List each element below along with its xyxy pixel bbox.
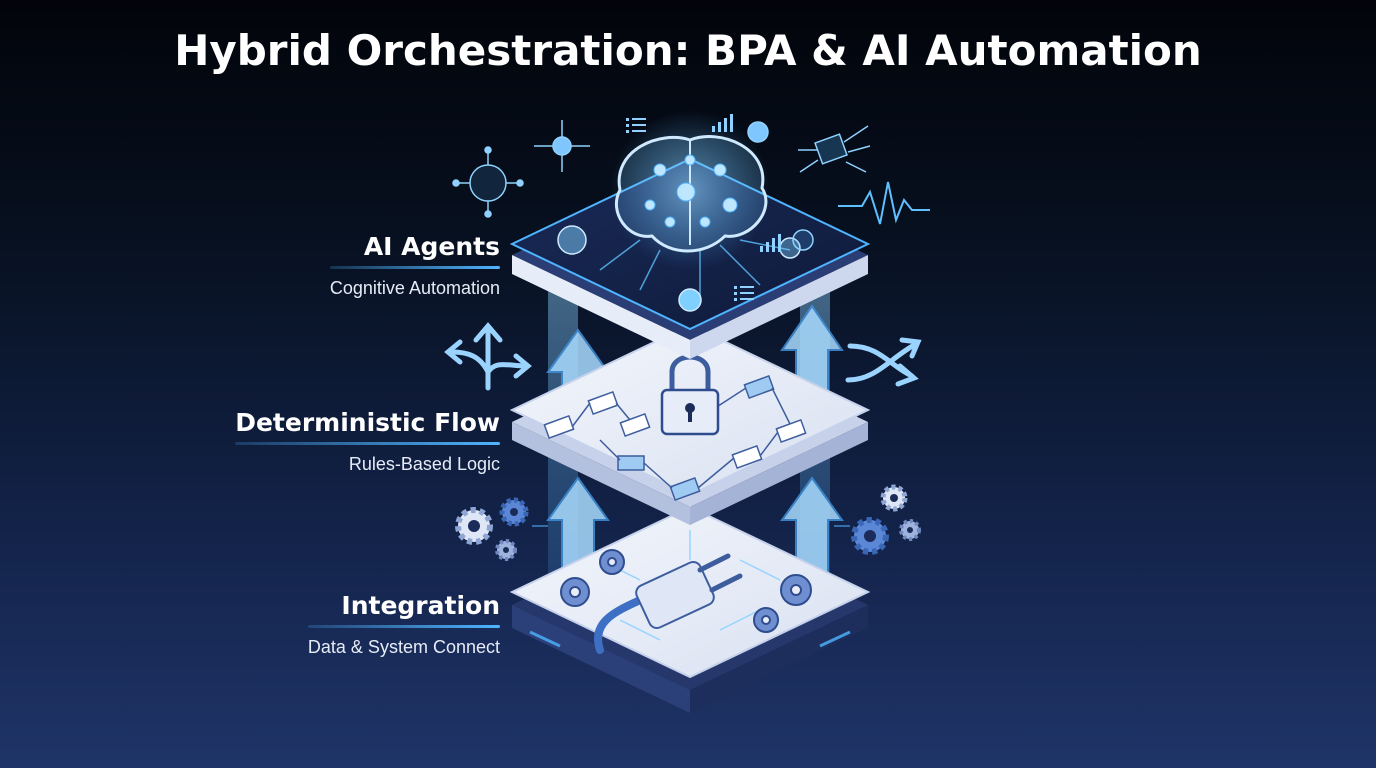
layer-underline	[307, 625, 500, 628]
list-icon	[626, 118, 754, 301]
layer-label-integration: Integration Data & System Connect	[307, 591, 500, 658]
deterministic-flow-platform	[509, 323, 871, 525]
bar-chart-icon	[712, 114, 781, 252]
layer-underline	[329, 266, 500, 269]
layer-label-ai-agents: AI Agents Cognitive Automation	[329, 232, 500, 299]
waveform-icon	[838, 181, 930, 225]
layer-subtitle: Cognitive Automation	[329, 278, 500, 298]
layer-name: Deterministic Flow	[235, 408, 500, 437]
layer-name: Integration	[341, 591, 500, 620]
crossing-arrows-icon	[845, 337, 922, 387]
gears-icon	[455, 484, 921, 561]
layer-underline	[235, 442, 500, 445]
ai-agents-platform	[509, 110, 871, 359]
gear-icon	[560, 549, 812, 633]
integration-platform	[509, 505, 871, 713]
network-node-icon	[452, 120, 814, 251]
page-title: Hybrid Orchestration: BPA & AI Automatio…	[174, 26, 1202, 75]
layer-label-deterministic-flow: Deterministic Flow Rules-Based Logic	[235, 408, 500, 475]
brain-network-icon	[614, 135, 768, 253]
layer-name: AI Agents	[363, 232, 500, 261]
padlock-icon	[660, 354, 720, 436]
layer-subtitle: Rules-Based Logic	[348, 454, 500, 474]
chip-icon	[798, 125, 871, 173]
branch-arrows-icon	[444, 322, 532, 391]
power-plug-icon	[594, 553, 743, 654]
layer-subtitle: Data & System Connect	[307, 637, 500, 657]
